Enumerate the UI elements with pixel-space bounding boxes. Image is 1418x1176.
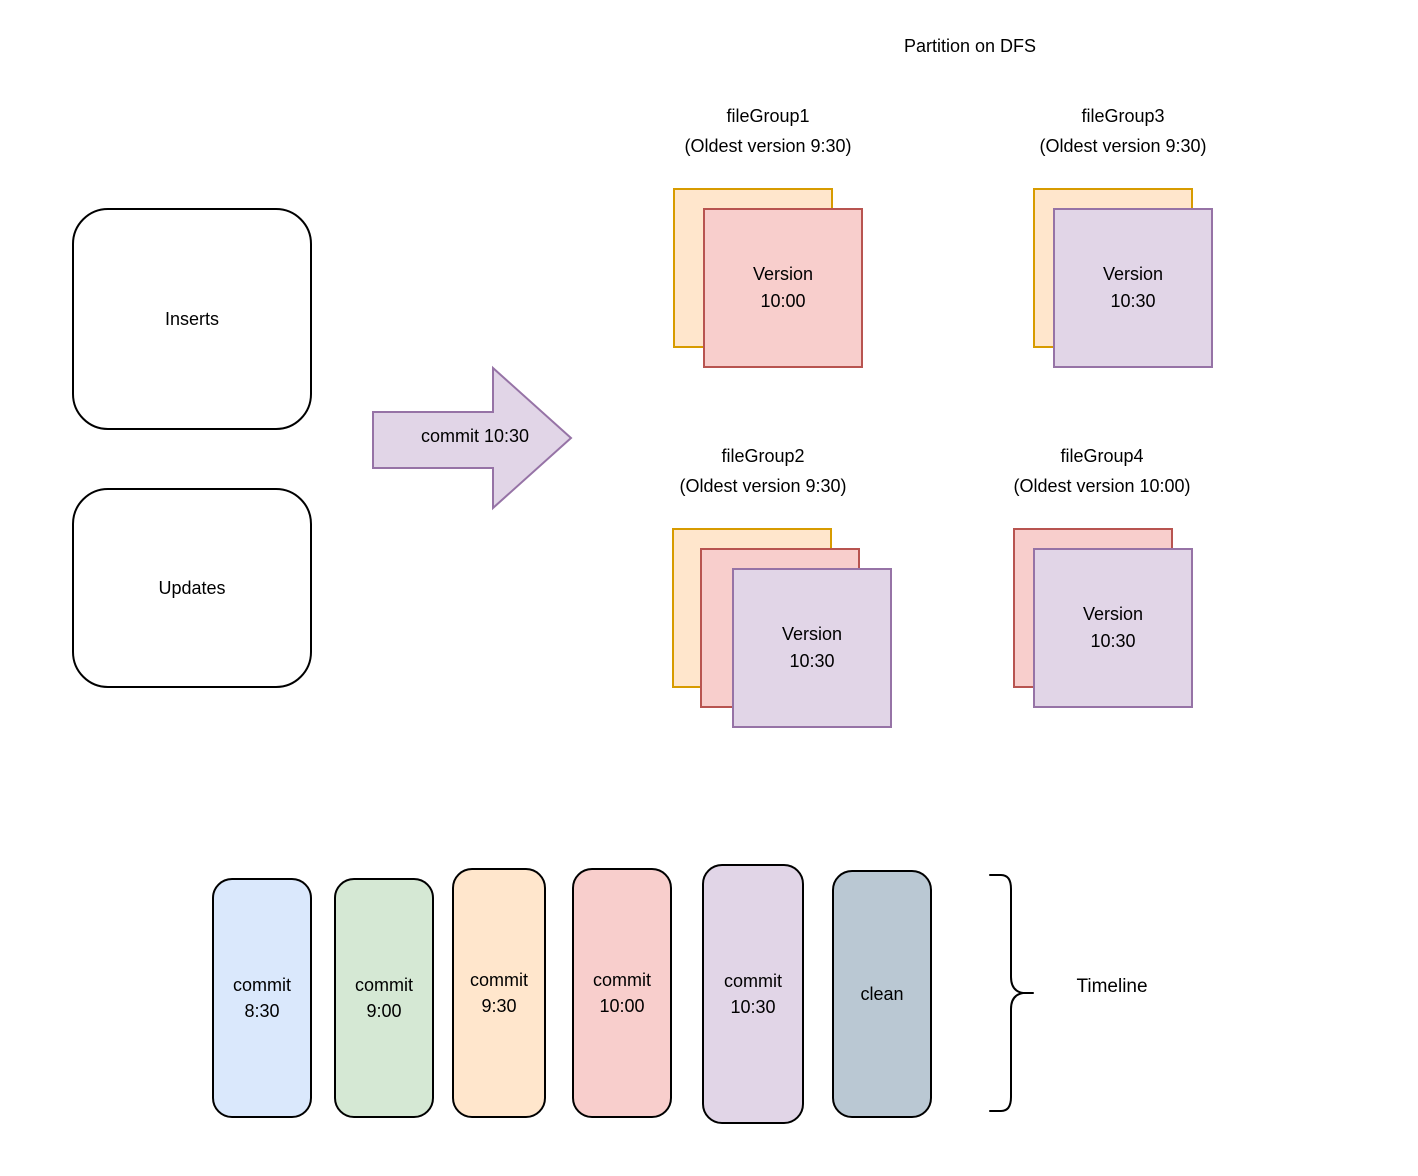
- event-line2: 8:30: [244, 1001, 280, 1021]
- page-title: Partition on DFS: [903, 36, 1037, 56]
- file-group-label: fileGroup4 (Oldest version 10:00): [962, 441, 1242, 501]
- version-time: 10:00: [760, 291, 806, 311]
- timeline-event-commit-930: commit 9:30: [452, 868, 546, 1118]
- file-group-subtitle: (Oldest version 9:30): [1039, 136, 1207, 156]
- version-label: Version: [1082, 604, 1144, 624]
- timeline-event-commit-1000: commit 10:00: [572, 868, 672, 1118]
- file-group-label: fileGroup1 (Oldest version 9:30): [628, 101, 908, 161]
- event-line2: 9:00: [366, 1001, 402, 1021]
- file-group-label: fileGroup3 (Oldest version 9:30): [983, 101, 1263, 161]
- file-square-front: Version 10:30: [1053, 208, 1213, 368]
- file-square-front: Version 10:30: [732, 568, 892, 728]
- file-group-name: fileGroup3: [1081, 106, 1165, 126]
- commit-arrow-icon: [372, 365, 573, 511]
- version-label: Version: [1102, 264, 1164, 284]
- version-label: Version: [781, 624, 843, 644]
- version-time: 10:30: [1090, 631, 1136, 651]
- event-line1: clean: [860, 984, 904, 1004]
- timeline-event-commit-1030: commit 10:30: [702, 864, 804, 1124]
- file-group-subtitle: (Oldest version 9:30): [679, 476, 847, 496]
- timeline-event-commit-830: commit 8:30: [212, 878, 312, 1118]
- updates-label: Updates: [158, 577, 226, 598]
- event-line2: 10:30: [730, 997, 776, 1017]
- file-group-name: fileGroup2: [721, 446, 805, 466]
- version-time: 10:30: [789, 651, 835, 671]
- event-line1: commit: [355, 975, 413, 995]
- inserts-box: Inserts: [72, 208, 312, 430]
- version-time: 10:30: [1110, 291, 1156, 311]
- file-group-label: fileGroup2 (Oldest version 9:30): [623, 441, 903, 501]
- event-line1: commit: [233, 975, 291, 995]
- updates-box: Updates: [72, 488, 312, 688]
- file-group-subtitle: (Oldest version 9:30): [684, 136, 852, 156]
- event-line1: commit: [470, 970, 528, 990]
- file-square-front: Version 10:30: [1033, 548, 1193, 708]
- event-line2: 10:00: [599, 996, 645, 1016]
- commit-arrow-label: commit 10:30: [420, 426, 530, 446]
- timeline-event-clean: clean: [832, 870, 932, 1118]
- file-group-name: fileGroup1: [726, 106, 810, 126]
- file-group-subtitle: (Oldest version 10:00): [1013, 476, 1191, 496]
- event-line2: 9:30: [481, 996, 517, 1016]
- event-line1: commit: [593, 970, 651, 990]
- file-group-name: fileGroup4: [1060, 446, 1144, 466]
- timeline-event-commit-900: commit 9:00: [334, 878, 434, 1118]
- event-line1: commit: [724, 971, 782, 991]
- curly-brace-icon: [989, 874, 1034, 1112]
- file-square-front: Version 10:00: [703, 208, 863, 368]
- timeline-label: Timeline: [1076, 976, 1148, 997]
- version-label: Version: [752, 264, 814, 284]
- inserts-label: Inserts: [164, 308, 220, 329]
